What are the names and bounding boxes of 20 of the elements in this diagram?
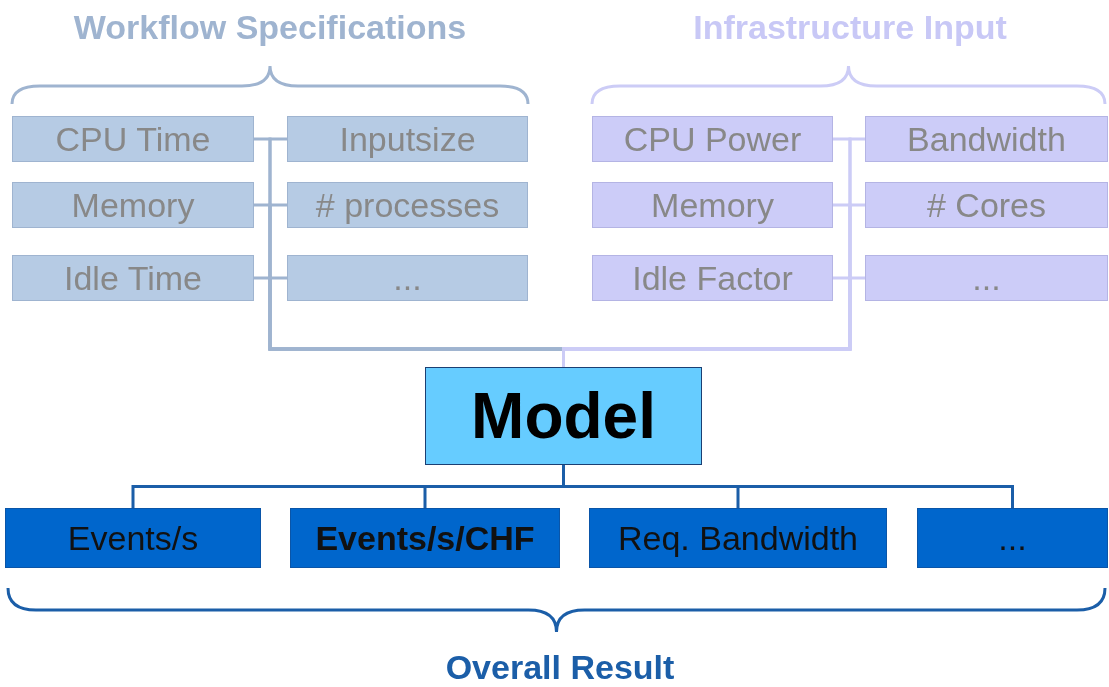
group-heading: Overall Result	[445, 648, 675, 687]
parameter-box: Idle Factor	[592, 255, 833, 301]
result-box: Req. Bandwidth	[589, 508, 887, 568]
model-box: Model	[425, 367, 702, 465]
parameter-box: CPU Power	[592, 116, 833, 162]
parameter-box: Memory	[12, 182, 254, 228]
result-box: Events/s/CHF	[290, 508, 560, 568]
parameter-box: Bandwidth	[865, 116, 1108, 162]
parameter-box: Memory	[592, 182, 833, 228]
parameter-box: ...	[865, 255, 1108, 301]
result-box: Events/s	[5, 508, 261, 568]
group-heading: Workflow Specifications	[73, 8, 467, 47]
parameter-box: # processes	[287, 182, 528, 228]
parameter-box: Idle Time	[12, 255, 254, 301]
connector-line	[562, 465, 1014, 508]
parameter-box: Inputsize	[287, 116, 528, 162]
parameter-box: # Cores	[865, 182, 1108, 228]
parameter-box: ...	[287, 255, 528, 301]
parameter-box: CPU Time	[12, 116, 254, 162]
result-box: ...	[917, 508, 1108, 568]
